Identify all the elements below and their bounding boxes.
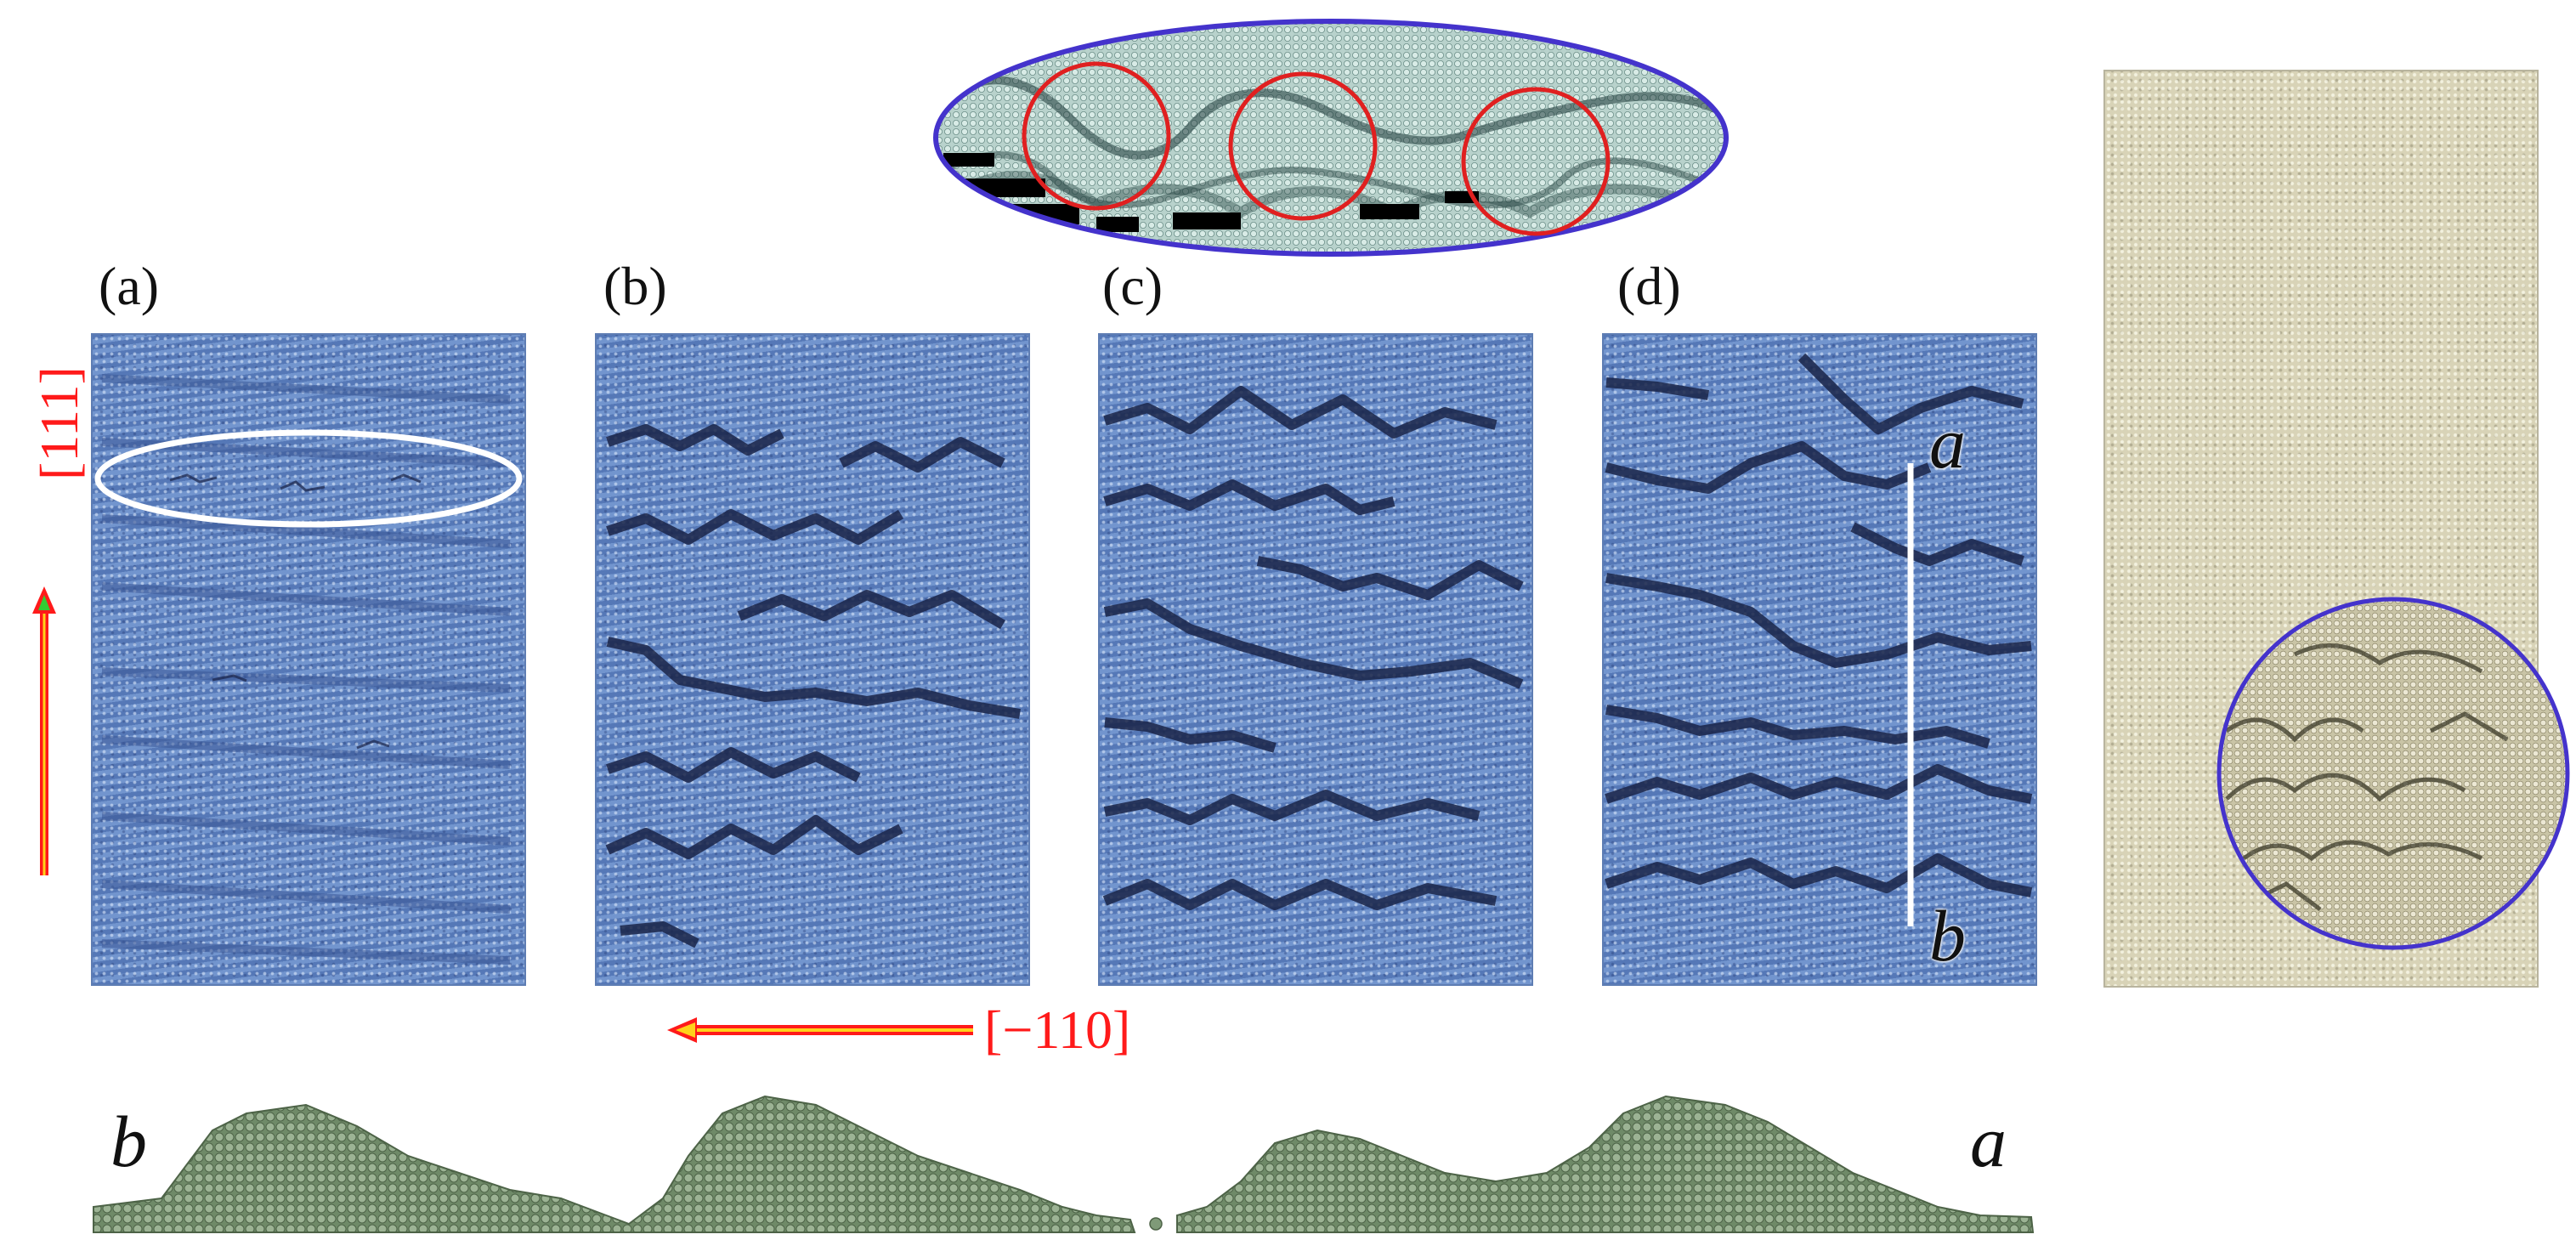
panel-c-waves [1102,386,1524,910]
beige-circle-inset [2219,599,2568,948]
surface-profile-left [93,1095,1136,1233]
surface-profile-right [1176,1095,2035,1233]
profile-end-left-label: b [110,1101,147,1182]
panel-a-cracks [169,473,422,750]
panel-label-d: (d) [1617,256,1681,316]
horizontal-arrow [667,1017,973,1043]
line-end-top-label: a [1929,402,1966,484]
panel-label-c: (c) [1102,256,1163,316]
panel-a-streaks [101,374,511,965]
panel-label-b: (b) [603,256,667,316]
profile-end-right-label: a [1970,1101,2007,1182]
vertical-arrow [32,586,56,875]
panel-d-waves [1605,353,2033,897]
panel-label-a: (a) [99,256,160,316]
line-end-bottom-label: b [1929,895,1966,977]
horizontal-axis-label: [−110] [984,999,1131,1060]
panel-b-waves [605,424,1021,948]
vertical-axis-label: [111] [29,366,89,480]
panel-a-highlight-ellipse [94,429,523,528]
surface-profile-gap-dot [1149,1217,1163,1231]
surface-profile [93,1095,2035,1233]
